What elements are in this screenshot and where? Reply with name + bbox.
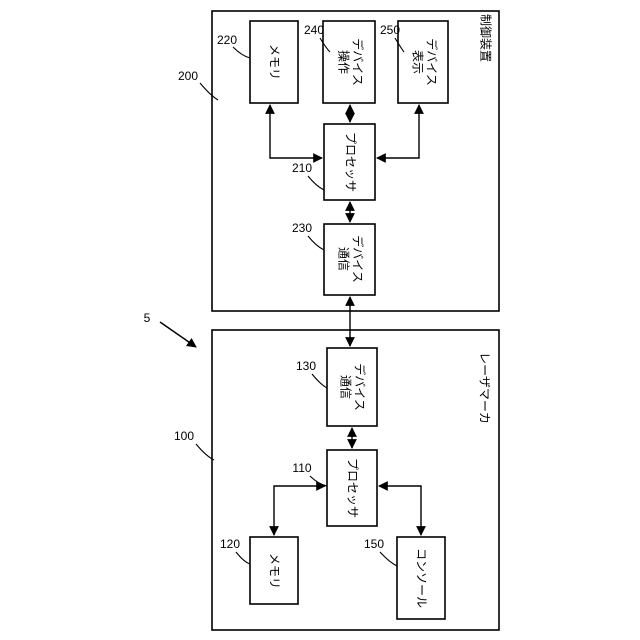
control-device-title: 制御装置	[479, 14, 494, 62]
marker-console-ref: 150	[364, 537, 384, 551]
control-comm-device-block: 通信 デバイス 230	[292, 221, 375, 295]
laser-marker-title: レーザマーカ	[478, 352, 492, 424]
control-display-device-block: 表示 デバイス 250	[380, 21, 448, 103]
marker-processor-leader	[310, 476, 327, 486]
control-comm-device-label-line1: 通信	[337, 247, 351, 271]
control-device-leader	[200, 83, 218, 100]
marker-memory-leader	[236, 552, 250, 564]
control-display-device-label-line1: 表示	[411, 50, 425, 74]
control-memory-block: メモリ 220	[217, 21, 298, 103]
system-ref: 5	[144, 311, 151, 325]
control-operation-device-label-line2: デバイス	[351, 38, 366, 86]
control-device: 制御装置 200 メモリ 220 操作 デバイス 240 表示 デバイス 250	[178, 11, 499, 311]
marker-processor-memory-connector	[274, 486, 325, 535]
control-comm-device-leader	[308, 236, 324, 250]
control-display-device-label-line2: デバイス	[425, 38, 440, 86]
marker-comm-device-label-line2: デバイス	[353, 363, 368, 411]
control-memory-label: メモリ	[268, 44, 282, 80]
marker-memory-label: メモリ	[268, 553, 282, 589]
control-operation-device-ref: 240	[304, 23, 324, 37]
marker-comm-device-leader	[312, 374, 327, 388]
control-display-processor-connector	[377, 105, 419, 158]
control-display-device-ref: 250	[380, 23, 400, 37]
control-comm-device-ref: 230	[292, 221, 312, 235]
control-memory-leader	[233, 47, 250, 58]
control-processor-leader	[308, 176, 324, 190]
marker-processor-console-connector	[379, 486, 421, 535]
marker-comm-device-ref: 130	[296, 359, 316, 373]
marker-console-leader	[380, 552, 397, 566]
control-memory-ref: 220	[217, 33, 237, 47]
control-memory-processor-connector	[270, 105, 322, 158]
marker-console-block: コンソール 150	[364, 537, 445, 619]
system-ref-arrow	[160, 322, 196, 347]
control-device-ref: 200	[178, 69, 198, 83]
marker-processor-block: プロセッサ 110	[292, 450, 377, 526]
marker-console-label: コンソール	[415, 548, 429, 608]
laser-marker-ref: 100	[174, 429, 194, 443]
marker-processor-label: プロセッサ	[346, 458, 360, 518]
control-processor-block: プロセッサ 210	[292, 124, 375, 200]
marker-memory-block: メモリ 120	[220, 537, 298, 604]
control-comm-device-label-line2: デバイス	[351, 235, 366, 283]
control-operation-device-label-line1: 操作	[337, 50, 352, 74]
marker-comm-device-block: 通信 デバイス 130	[296, 348, 377, 426]
control-processor-label: プロセッサ	[344, 132, 358, 192]
control-operation-device-block: 操作 デバイス 240	[304, 21, 375, 103]
marker-processor-ref: 110	[292, 461, 311, 475]
control-processor-ref: 210	[292, 161, 312, 175]
laser-marker: レーザマーカ 100 通信 デバイス 130 プロセッサ 110 メモリ 120	[174, 330, 499, 630]
marker-memory-ref: 120	[220, 537, 240, 551]
marker-comm-device-label-line1: 通信	[339, 375, 353, 399]
